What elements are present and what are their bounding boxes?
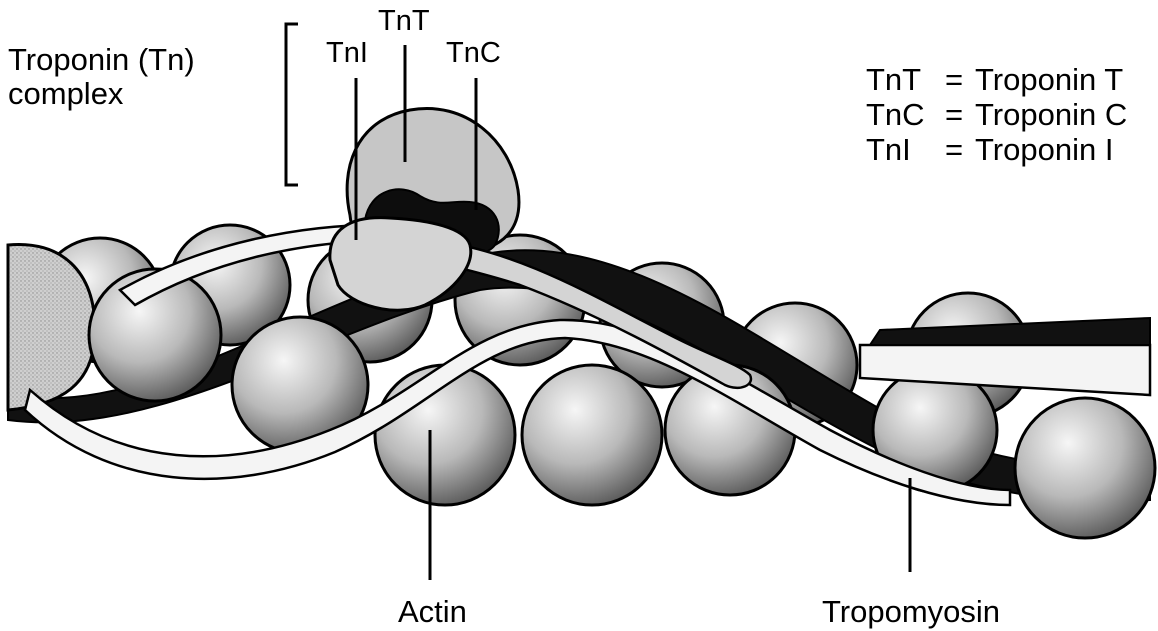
actin-label: Actin: [398, 594, 467, 629]
tnc-label: TnC: [446, 37, 501, 69]
actin-monomer: [1015, 398, 1155, 538]
legend-abbr: TnT: [866, 62, 921, 97]
actin-monomer: [522, 365, 662, 505]
tnt-label: TnT: [378, 5, 430, 37]
legend-abbr: TnI: [866, 132, 911, 167]
legend: TnT = Troponin T TnC = Troponin C TnI = …: [866, 62, 1127, 167]
legend-equals: =: [945, 132, 963, 167]
legend-full: Troponin C: [975, 97, 1127, 132]
complex-label-line2: complex: [8, 76, 124, 111]
complex-bracket: [286, 24, 298, 185]
legend-full: Troponin T: [975, 62, 1123, 97]
legend-full: Troponin I: [975, 132, 1113, 167]
tropomyosin-label: Tropomyosin: [822, 594, 1000, 629]
legend-abbr: TnC: [866, 97, 925, 132]
legend-equals: =: [945, 97, 963, 132]
complex-label-line1: Troponin (Tn): [8, 42, 195, 77]
tni-label: TnI: [326, 37, 368, 69]
legend-equals: =: [945, 62, 963, 97]
